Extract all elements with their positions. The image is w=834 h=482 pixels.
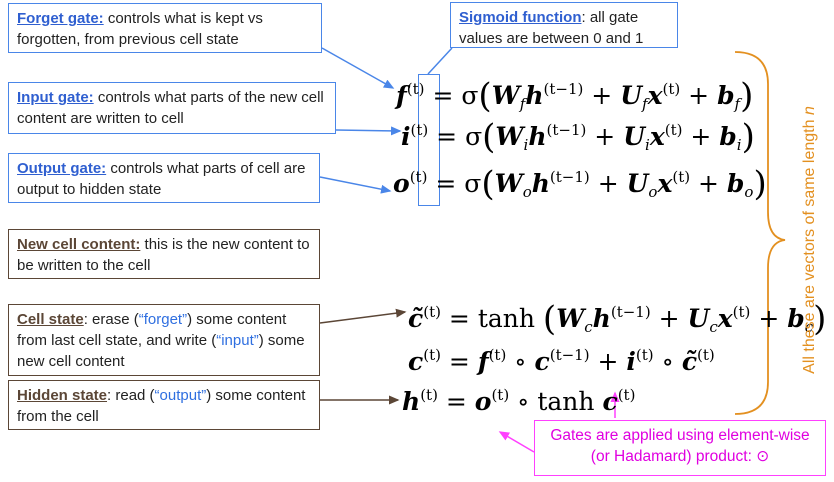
eq-cell-state: c(t) = f(t) ∘ c(t−1) + i(t) ∘ c̃(t)	[408, 346, 715, 376]
forget-gate-box: Forget gate: controls what is kept vs fo…	[8, 3, 322, 53]
forget-gate-text: controls what is kept vs forgotten, from…	[17, 10, 263, 48]
sigmoid-text: : all gate values are between 0 and 1	[459, 9, 644, 47]
sigma-highlight-box	[418, 74, 440, 206]
cell-state-quote-forget: “forget”	[138, 311, 188, 328]
cell-state-text-3: ) some new cell content	[17, 332, 305, 370]
forget-arrow	[321, 47, 395, 89]
new-cell-content-box: New cell content: this is the new conten…	[8, 229, 320, 279]
output-gate-text: controls what parts of cell are output t…	[17, 160, 306, 198]
cell-state-box: Cell state: erase (“forget”) some conten…	[8, 304, 320, 376]
eq-hidden-state: h(t) = o(t) ∘ tanh c(t)	[402, 386, 636, 416]
sigmoid-box: Sigmoid function: all gate values are be…	[450, 2, 678, 48]
newcell-arrow	[319, 308, 407, 324]
eq-forget-gate: f(t) = σ(Wfh(t−1) + Ufx(t) + bf)	[396, 76, 754, 116]
cell-state-title: Cell state	[17, 311, 84, 328]
cell-state-text-2: ) some content from last cell state, and…	[17, 311, 287, 349]
eq-output-gate: o(t) = σ(Woh(t−1) + Uox(t) + bo)	[393, 164, 767, 204]
output-arrow	[319, 176, 392, 194]
eq-new-cell-content: c̃(t) = tanh (Wch(t−1) + Ucx(t) + bc)	[408, 299, 827, 339]
input-arrow	[335, 126, 402, 136]
hidden-state-box: Hidden state: read (“output”) some conte…	[8, 380, 320, 430]
input-gate-box: Input gate: controls what parts of the n…	[8, 82, 336, 134]
cell-state-quote-input: “input”	[216, 332, 259, 349]
vector-length-label: All these are vectors of same length n	[801, 106, 819, 374]
output-gate-title: Output gate:	[17, 160, 107, 177]
vector-length-n: n	[801, 106, 818, 116]
sigmoid-connector	[427, 47, 453, 75]
hidden-state-text-1: : read (	[107, 387, 155, 404]
hidden-state-text-2: ) some content from the cell	[17, 387, 306, 425]
output-gate-box: Output gate: controls what parts of cell…	[8, 153, 320, 203]
hidden-state-quote-output: “output”	[154, 387, 207, 404]
input-gate-text: controls what parts of the new cell cont…	[17, 89, 324, 127]
forget-gate-title: Forget gate:	[17, 10, 104, 27]
eq-input-gate: i(t) = σ(Wih(t−1) + Uix(t) + bi)	[401, 117, 755, 157]
hidden-state-title: Hidden state	[17, 387, 108, 404]
hadamard-box: Gates are applied using element-wise (or…	[534, 420, 826, 476]
input-gate-title: Input gate:	[17, 89, 94, 106]
curly-brace	[734, 51, 786, 415]
hadamard-arrow-2	[498, 431, 535, 453]
hadamard-text: Gates are applied using element-wise (or…	[550, 427, 810, 465]
new-cell-text: this is the new content to be written to…	[17, 236, 310, 274]
new-cell-title: New cell content:	[17, 236, 141, 253]
sigmoid-title: Sigmoid function	[459, 9, 582, 26]
cell-state-text-1: : erase (	[83, 311, 139, 328]
vector-length-text: All these are vectors of same length	[801, 115, 818, 374]
